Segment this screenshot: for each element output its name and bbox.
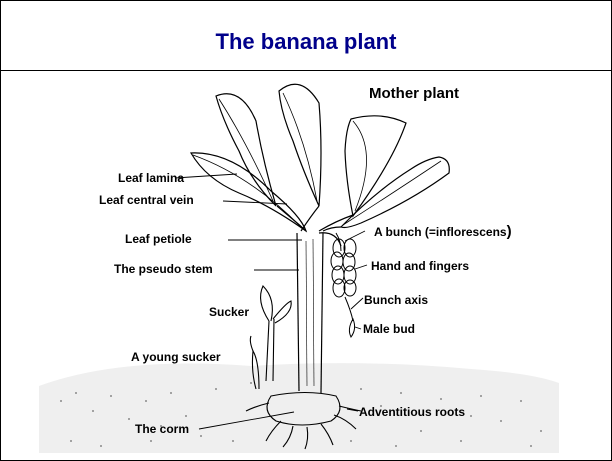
label-sucker: Sucker — [209, 305, 249, 319]
label-leaf-central-vein: Leaf central vein — [99, 193, 194, 207]
label-adventitious-roots: Adventitious roots — [359, 405, 465, 419]
label-corm: The corm — [135, 422, 189, 436]
label-hand-fingers: Hand and fingers — [371, 259, 469, 273]
label-bunch: A bunch (=inflorescens) — [374, 223, 512, 240]
label-bunch-paren: ) — [507, 223, 512, 240]
label-leaf-petiole: Leaf petiole — [125, 232, 192, 246]
label-pseudo-stem: The pseudo stem — [114, 262, 213, 276]
mother-plant-label: Mother plant — [369, 85, 459, 102]
banana-bunch — [331, 233, 356, 337]
label-male-bud: Male bud — [363, 322, 415, 336]
label-bunch-text: A bunch (=inflorescens — [374, 225, 507, 239]
label-young-sucker: A young sucker — [131, 350, 221, 364]
label-bunch-axis: Bunch axis — [364, 293, 428, 307]
label-leaf-lamina: Leaf lamina — [118, 171, 184, 185]
leaves — [191, 84, 449, 231]
